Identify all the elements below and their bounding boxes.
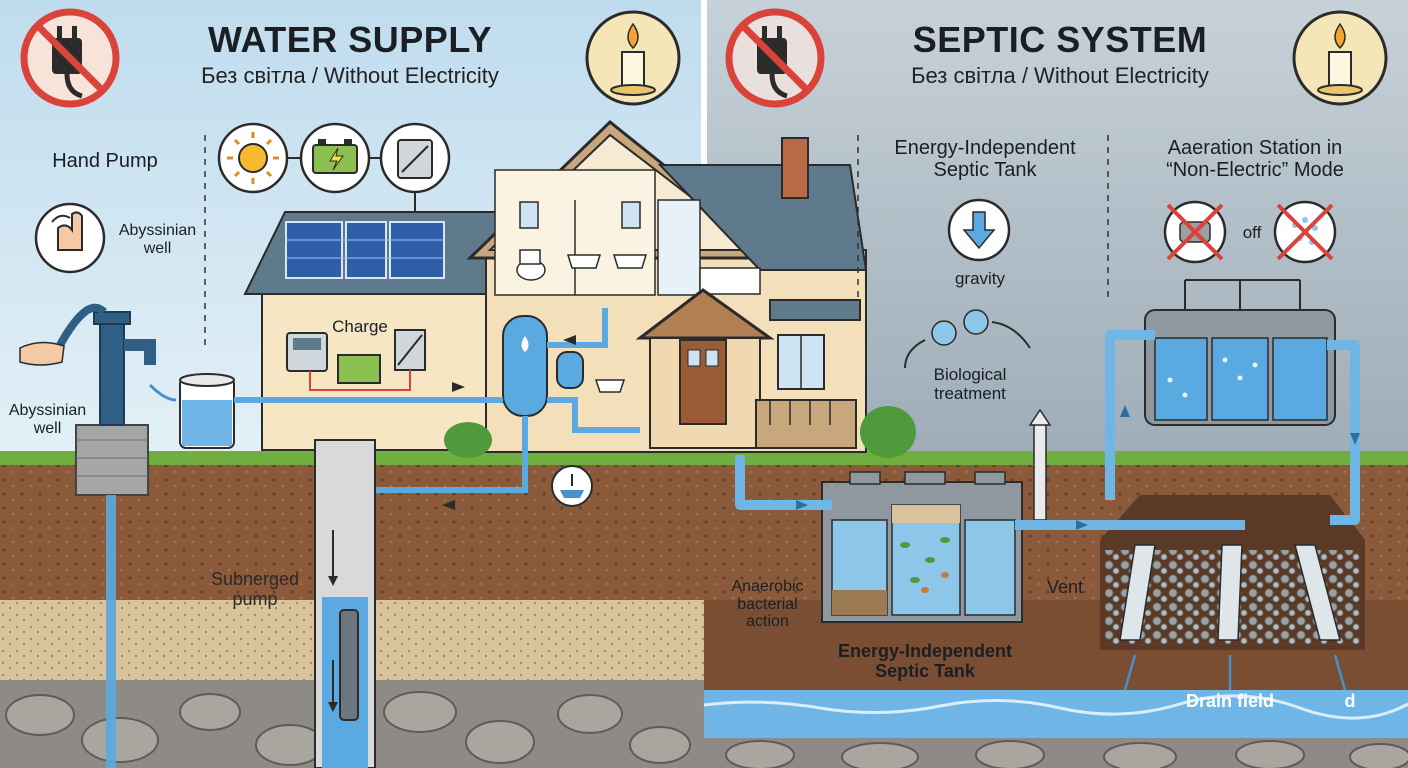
drain-field-label: Drain field [1170,692,1290,712]
anaerobic-label: Anaerobic bacterial action [710,578,825,631]
septic-tank-bottom-label: Energy-Independent Septic Tank [815,642,1035,682]
water-supply-title: WATER SUPPLY [180,20,520,60]
faucet-icon [552,466,592,506]
submerged-pump-label: Subnerged pump [200,570,310,610]
vent-label: Vent [1035,578,1095,598]
sun-icon [219,124,287,192]
no-plug-icon [24,12,116,104]
hand-press-icon [36,204,104,272]
no-plug-icon [729,12,821,104]
water-supply-subtitle: Без світла / Without Electricity [165,64,535,88]
submerged-well [315,440,375,768]
gravity-label: gravity [940,270,1020,289]
off-label: off [1232,224,1272,243]
crossed-compressor-icon [1165,202,1225,262]
abyssinian-well-label-bottom: Abyssinian well [0,402,95,437]
septic-system-title: SEPTIC SYSTEM [890,20,1230,60]
energy-independent-heading: Energy-Independent Septic Tank [870,137,1100,181]
abyssinian-well-label-top: Abyssinian well [110,222,205,257]
crossed-aerator-icon [1275,202,1335,262]
charge-label: Charge [320,318,400,337]
drain-field-label-cut: d [1340,692,1360,712]
inverter-icon [381,124,449,192]
candle-icon [1294,12,1386,104]
biological-treatment-label: Biological treatment [905,366,1035,403]
drain-field [1100,495,1365,650]
battery-icon [301,124,369,192]
candle-icon [587,12,679,104]
down-arrow-icon [949,200,1009,260]
septic-system-subtitle: Без світла / Without Electricity [875,64,1245,88]
hand-pump-label: Hand Pump [30,150,180,172]
aeration-station-heading: Aaeration Station in “Non-Electric” Mode [1130,137,1380,181]
